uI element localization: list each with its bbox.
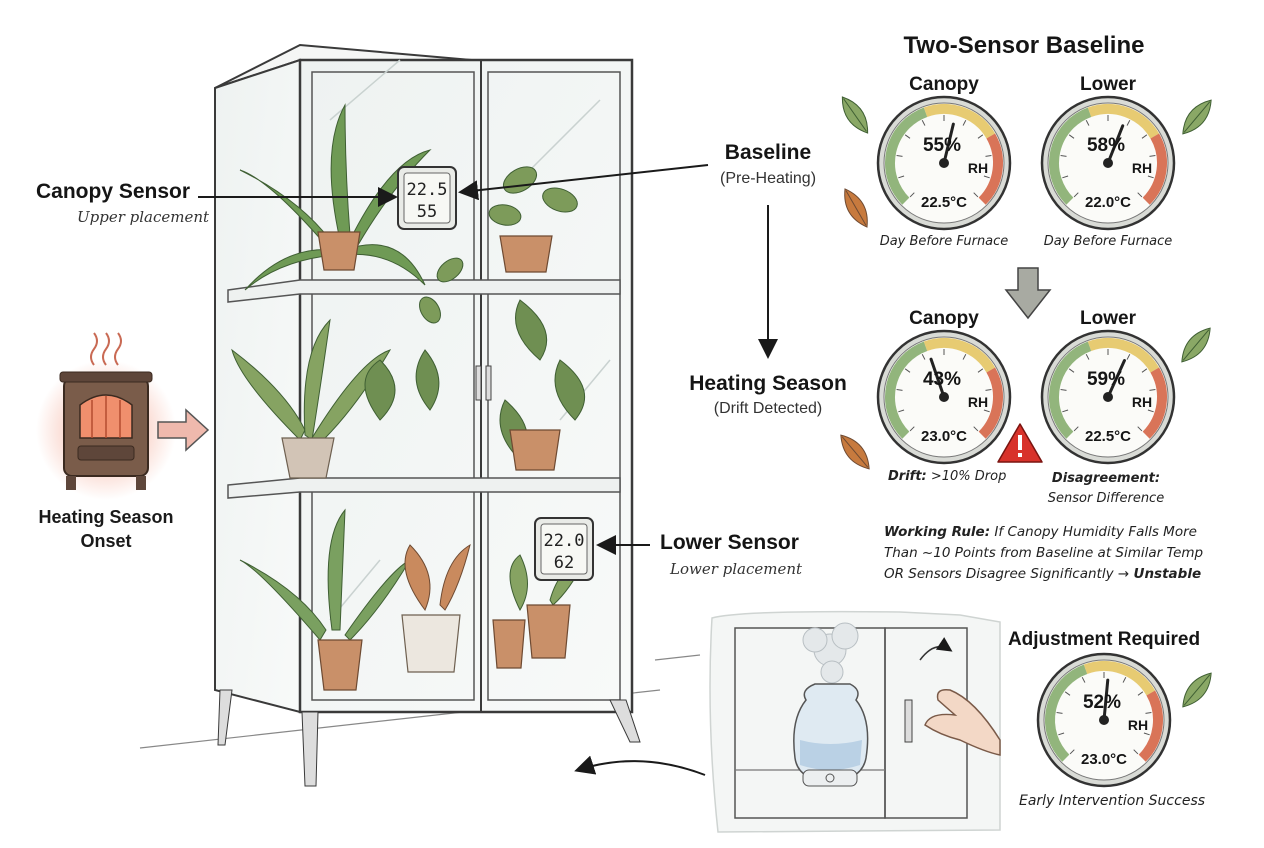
gauge-needle [1102,678,1110,722]
heating-onset-line1: Heating Season [38,507,174,527]
gauge-heading-baseline-canopy: Canopy [909,74,979,95]
working-rule: Working Rule: If Canopy Humidity Falls M… [884,522,1203,585]
gauge-unit: RH [968,394,988,410]
disagreement-note-bold: Disagreement: [1051,471,1161,486]
gauge-temp: 23.0°C [1081,751,1127,768]
lower-sensor-label: Lower Sensor [660,531,799,554]
gauge-rh-value: 59% [1087,369,1125,390]
gauge-heading-heating-lower: Lower [1080,308,1136,329]
gauge-temp: 22.5°C [921,194,967,211]
heat-arrow [157,408,210,452]
gauge-heading-baseline-lower: Lower [1080,74,1136,95]
working-rule-lead: Working Rule: [884,524,991,540]
lower-display-rh: 62 [554,553,574,573]
heating-onset-line2: Onset [80,531,132,551]
canopy-sensor-sublabel: Upper placement [77,208,210,226]
gauge-heading-heating-canopy: Canopy [909,308,979,329]
gauge-temp: 23.0°C [921,428,967,445]
gauges: 55% RH 22.5°C 58% RH 22.0°C 43% RH 23.0°C 59% RH 22… [876,95,1176,788]
lower-display: 22.0 62 [534,517,594,581]
heater-icon [36,332,176,500]
canopy-display-rh: 55 [417,202,437,222]
gauge-baseline-canopy: 55% RH 22.5°C [876,95,1012,231]
gauge-heating-lower: 59% RH 22.5°C [1040,329,1176,465]
plants [231,103,586,691]
adjustment-caption: Early Intervention Success [1018,793,1206,809]
heating-season-sublabel: (Drift Detected) [713,400,823,417]
drift-note: Drift: >10% Drop [888,469,1006,484]
gauge-temp: 22.0°C [1085,194,1131,211]
warning-icon [997,423,1043,463]
lower-sensor-sublabel: Lower placement [670,560,803,578]
gauge-needle [929,357,946,399]
gauge-unit: RH [1132,394,1152,410]
drift-note-bold: Drift: [888,469,927,484]
gauge-unit: RH [1128,717,1148,733]
gauge-needle [942,122,955,165]
gauge-caption-baseline-canopy: Day Before Furnace [879,234,1009,249]
heating-onset-label: Heating Season Onset [38,505,173,553]
working-rule-line1: If Canopy Humidity Falls More [994,524,1197,540]
baseline-sublabel: (Pre-Heating) [719,170,817,187]
gauge-baseline-lower: 58% RH 22.0°C [1040,95,1176,231]
baseline-label: Baseline [724,141,812,164]
lower-display-temp: 22.0 [544,531,585,551]
gauge-heating-canopy: 43% RH 23.0°C [876,329,1012,465]
gauge-unit: RH [1132,160,1152,176]
gauge-adjusted: 52% RH 23.0°C [1036,652,1172,788]
page-title: Two-Sensor Baseline [903,32,1145,59]
gauge-needle [1106,359,1126,399]
working-rule-line2: Than ~10 Points from Baseline at Similar… [884,545,1204,561]
canopy-display: 22.5 55 [397,166,457,230]
disagreement-note-text: Sensor Difference [1047,491,1165,506]
gauge-caption-baseline-lower: Day Before Furnace [1043,234,1173,249]
transition-arrow [1004,267,1052,320]
gauge-rh-value: 52% [1083,692,1121,713]
working-rule-line3: OR Sensors Disagree Significantly → [884,566,1130,582]
working-rule-tail: Unstable [1133,566,1202,582]
gauge-rh-value: 55% [923,135,961,156]
gauge-temp: 22.5°C [1085,428,1131,445]
connector-arrows [198,164,778,776]
disagreement-note: Disagreement: Sensor Difference [1048,469,1164,509]
heating-season-label: Heating Season [689,372,847,395]
gauge-needle [1106,124,1125,165]
leaf-icons [840,96,1212,708]
gauge-rh-value: 43% [923,369,961,390]
gauge-unit: RH [968,160,988,176]
humidifier-scene [709,610,1001,833]
canopy-display-temp: 22.5 [407,180,448,200]
adjustment-title: Adjustment Required [1007,629,1201,650]
canopy-sensor-label: Canopy Sensor [36,180,191,203]
gauge-rh-value: 58% [1087,135,1125,156]
drift-note-text: >10% Drop [930,469,1007,484]
